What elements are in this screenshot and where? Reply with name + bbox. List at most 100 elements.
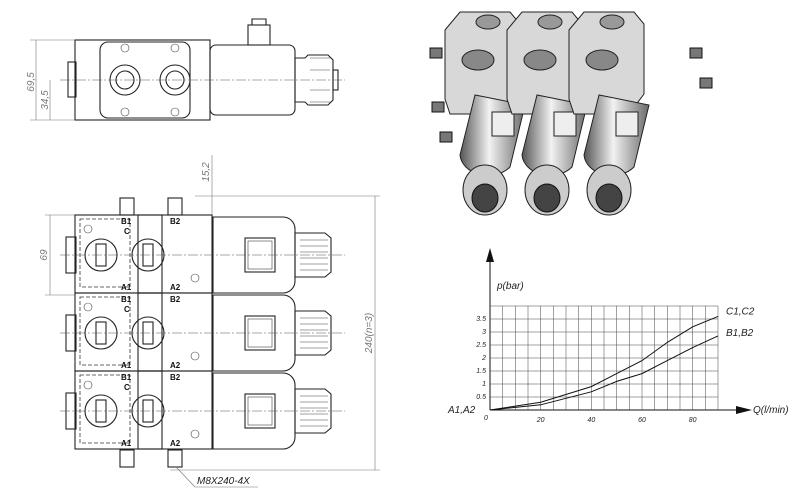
port-3d [585, 49, 619, 71]
bolt-callout: M8X240-4X [197, 476, 250, 487]
bolt-hole [120, 107, 130, 117]
solenoid-coil [212, 294, 296, 372]
valve-3d [506, 11, 588, 216]
port-label-c: C [124, 383, 130, 392]
solenoid-coil [212, 372, 296, 450]
knob-top [294, 54, 334, 106]
y-tick-label: 0.5 [476, 394, 486, 401]
port-label-a1: A1 [121, 439, 132, 448]
port-3d [461, 49, 495, 71]
hidden-outline [79, 296, 131, 366]
dim-15-2: 15,2 [201, 162, 212, 182]
y-tick-label: 2.5 [475, 342, 486, 349]
port-label-a1: A1 [121, 283, 132, 292]
knob-cap-3d [533, 183, 561, 213]
connector-plug [247, 24, 271, 46]
port-3d [599, 14, 625, 30]
x-tick-label: 0 [484, 415, 488, 422]
dim-34-5: 34,5 [40, 90, 51, 110]
port-label-b2: B2 [170, 295, 181, 304]
knob-cap-3d [595, 183, 623, 213]
valve-section: B1 B2C A1 A2 [60, 370, 345, 450]
bolt-hole [170, 107, 180, 117]
x-tick-label: 60 [638, 417, 646, 424]
bolt-hole [170, 43, 180, 53]
port-label-c: C [124, 305, 130, 314]
port-3d [475, 14, 501, 30]
port-label-a2: A2 [170, 361, 181, 370]
tie-bolt [167, 197, 183, 216]
port-label-b2: B2 [170, 217, 181, 226]
bolt-3d [689, 47, 703, 59]
x-tick-label: 40 [587, 417, 595, 424]
knob [294, 232, 332, 278]
y-tick-label: 1.5 [476, 368, 486, 375]
connector-3d [491, 111, 515, 137]
tie-bolt [119, 449, 135, 468]
series-line-c1-c2 [489, 315, 719, 411]
connector-3d [553, 111, 577, 137]
pressure-flow-chart: p(bar) Q(l/min) A1,A2 0 20 40 60 80 0.5 1 1.5 2… [447, 248, 789, 424]
x-tick-label: 20 [536, 417, 545, 424]
connector-handle [251, 18, 267, 25]
origin-label: A1,A2 [447, 405, 476, 416]
bolt-3d [431, 101, 445, 113]
x-tick-label: 80 [689, 417, 697, 424]
y-axis-arrow [486, 248, 494, 262]
port-label-b1: B1 [121, 373, 132, 382]
bolt-hole [190, 429, 200, 439]
bolt-hole [190, 351, 200, 361]
end-plug [67, 61, 77, 98]
knob-cap-3d [471, 183, 499, 213]
tie-bolt [167, 449, 183, 468]
bolt-3d [699, 77, 713, 89]
series-label: C1,C2 [726, 306, 755, 317]
bolt-hole [83, 380, 93, 390]
bolt-hole [83, 302, 93, 312]
port-label-a2: A2 [170, 283, 181, 292]
connector-3d [615, 111, 639, 137]
bolt-hole [120, 43, 130, 53]
port-label-a2: A2 [170, 439, 181, 448]
dim-240: 240(n=3) [364, 313, 375, 354]
y-tick-label: 1 [482, 381, 486, 388]
port-3d [537, 14, 563, 30]
port-label-b1: B1 [121, 295, 132, 304]
hidden-outline [79, 374, 131, 444]
valve-section: B1 B2C A1 A2 [60, 214, 345, 294]
bolt-hole [190, 273, 200, 283]
dim-69: 69 [39, 249, 50, 261]
series-label: B1,B2 [726, 328, 754, 339]
port-label-b2: B2 [170, 373, 181, 382]
top-view: 69,5 34,5 [26, 18, 345, 121]
y-tick-label: 3.5 [476, 316, 486, 323]
bolt-3d [439, 131, 453, 143]
y-axis-label: p(bar) [496, 281, 524, 292]
knob [294, 388, 332, 434]
center-channel [137, 370, 163, 450]
port-label-b1: B1 [121, 217, 132, 226]
port-label-c: C [124, 227, 130, 236]
valve-3d [568, 11, 650, 216]
x-axis-label: Q(l/min) [753, 405, 789, 416]
valve-section: B1 B2C A1 A2 [60, 292, 345, 372]
y-tick-label: 3 [482, 329, 486, 336]
dim-69-5: 69,5 [26, 72, 37, 92]
tie-bolt [119, 197, 135, 216]
port-label-a1: A1 [121, 361, 132, 370]
bolt-hole [83, 224, 93, 234]
leader-line [175, 466, 196, 488]
y-tick-label: 2 [481, 355, 486, 362]
series-line-b1-b2 [489, 335, 719, 411]
knob [294, 310, 332, 356]
x-axis-arrow [736, 406, 752, 414]
isometric-render [429, 11, 713, 216]
valve-3d [444, 11, 526, 216]
center-channel [137, 214, 163, 294]
bolt-3d [429, 47, 443, 59]
port-3d [523, 49, 557, 71]
solenoid-coil [212, 216, 296, 294]
hidden-outline [79, 218, 131, 288]
